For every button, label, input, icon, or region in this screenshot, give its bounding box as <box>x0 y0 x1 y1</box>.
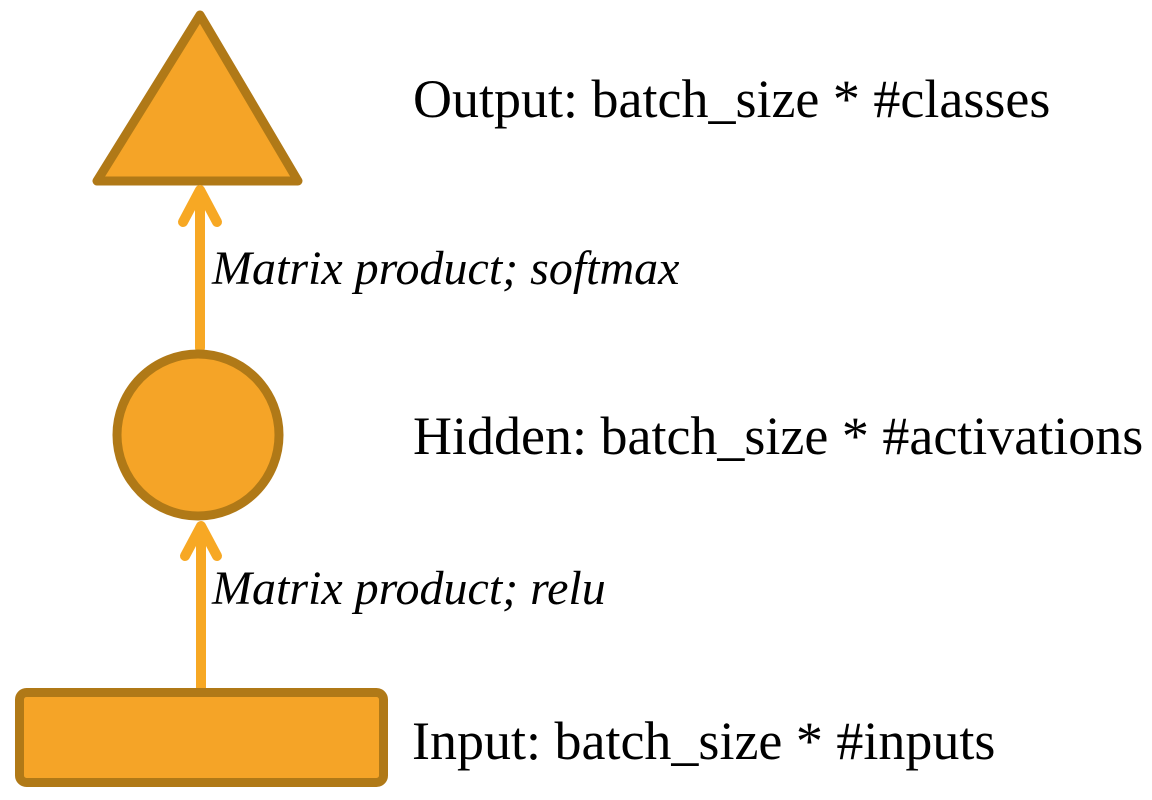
hidden-node-label: Hidden: batch_size * #activations <box>413 406 1144 466</box>
arrow-hidden-to-output-icon <box>178 185 222 353</box>
edge-label-relu: Matrix product; relu <box>212 562 606 615</box>
output-node-label: Output: batch_size * #classes <box>413 69 1051 129</box>
hidden-node-circle-icon <box>112 349 284 521</box>
edge-label-softmax: Matrix product; softmax <box>212 242 680 295</box>
input-node-rectangle-icon <box>15 688 388 787</box>
arrow-input-to-hidden-icon <box>180 521 222 697</box>
output-node-triangle-icon <box>92 10 303 186</box>
input-node-label: Input: batch_size * #inputs <box>412 711 996 771</box>
